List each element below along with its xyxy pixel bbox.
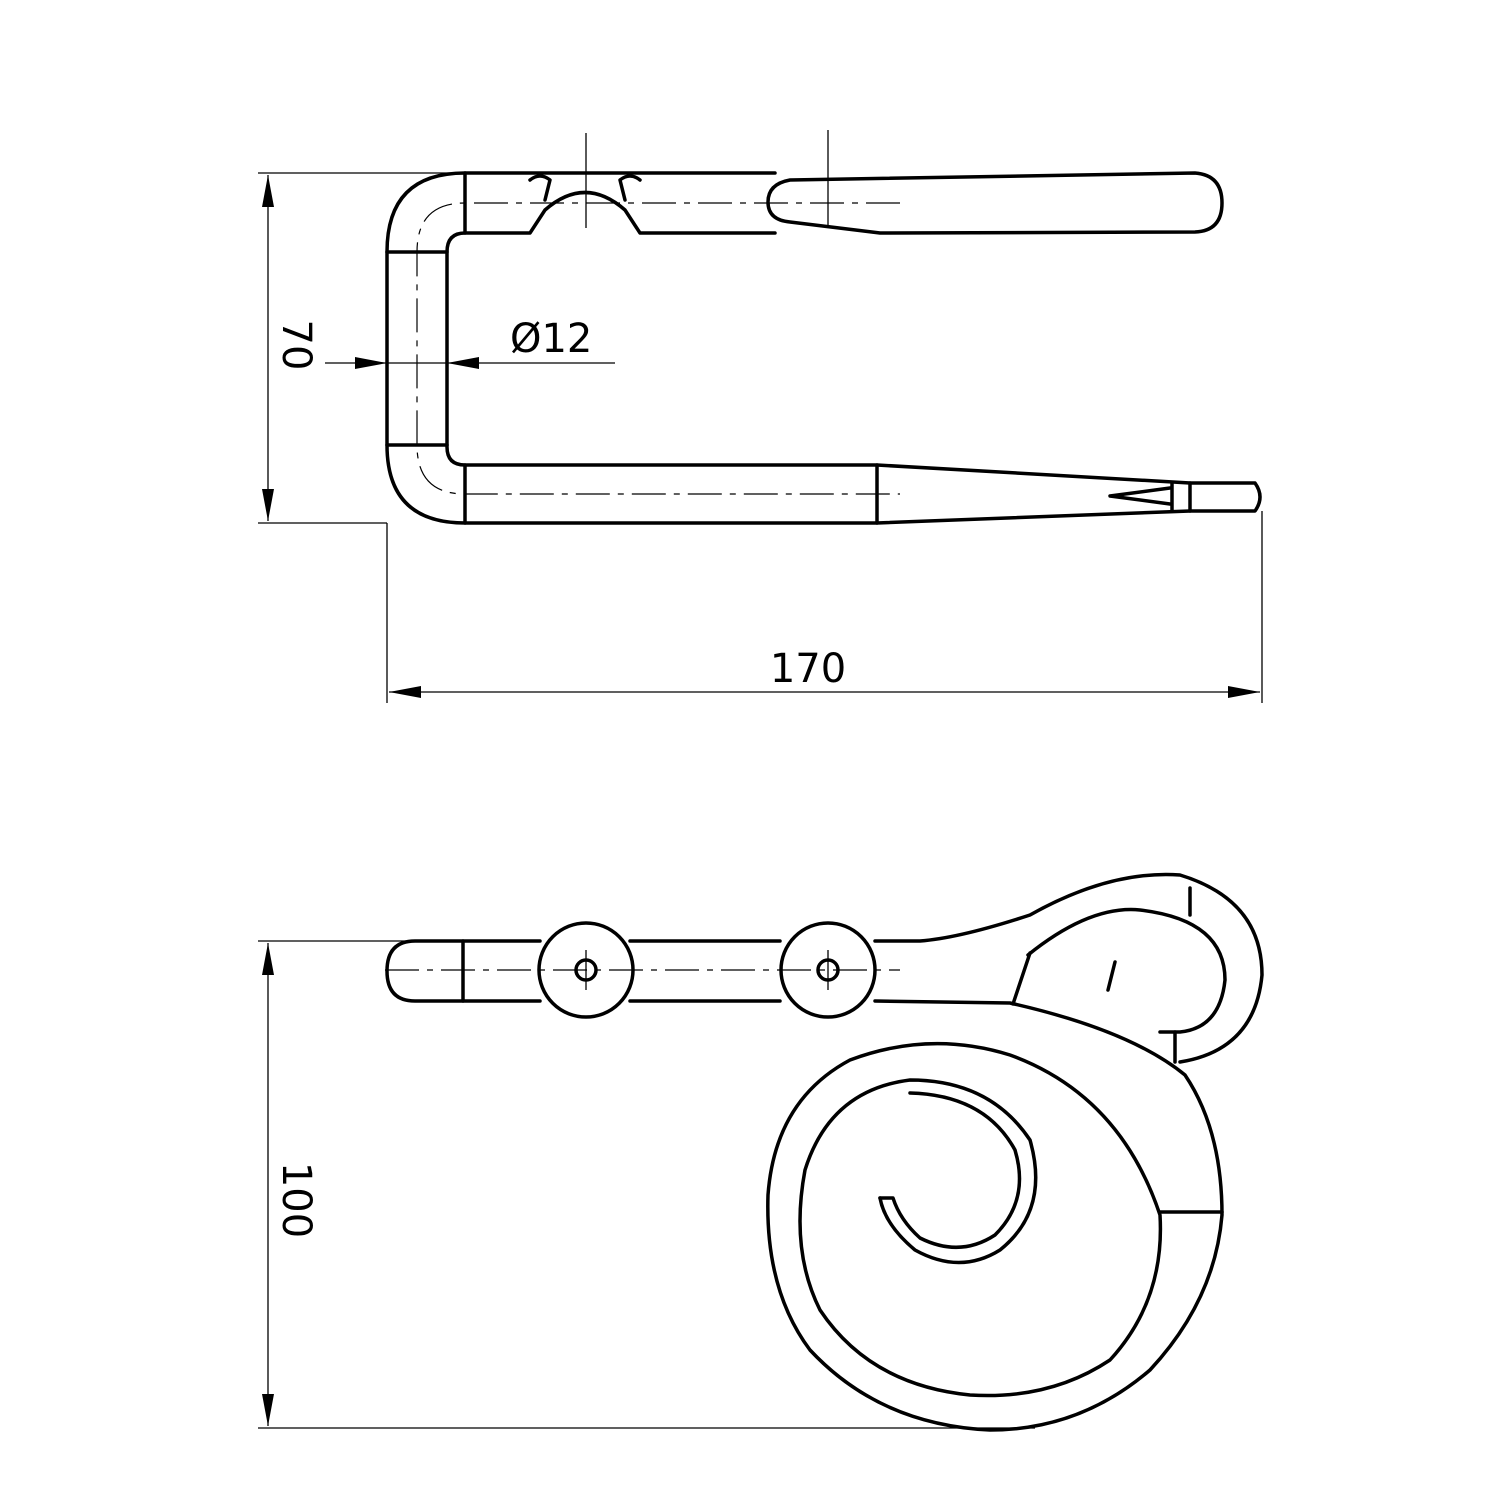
u-bar-outline	[385, 171, 1262, 525]
side-view: 100	[258, 872, 1264, 1432]
dimension-170: 170	[770, 646, 846, 692]
fixing-lugs	[528, 174, 642, 202]
spiral-inner-edge	[878, 1091, 1022, 1249]
bar-outline	[385, 872, 1264, 1432]
dimension-70: 70	[273, 320, 319, 371]
dimension-100: 100	[273, 1162, 319, 1238]
center-line	[416, 202, 900, 495]
slot-mark	[1106, 960, 1117, 992]
loop-inner-edge	[1026, 907, 1227, 1034]
dimension-diameter-12: Ø12	[510, 316, 592, 362]
top-view: 70 Ø12 170	[258, 130, 1263, 703]
bottom-arm-slot	[1108, 486, 1172, 506]
top-arm-tip	[766, 171, 1224, 235]
